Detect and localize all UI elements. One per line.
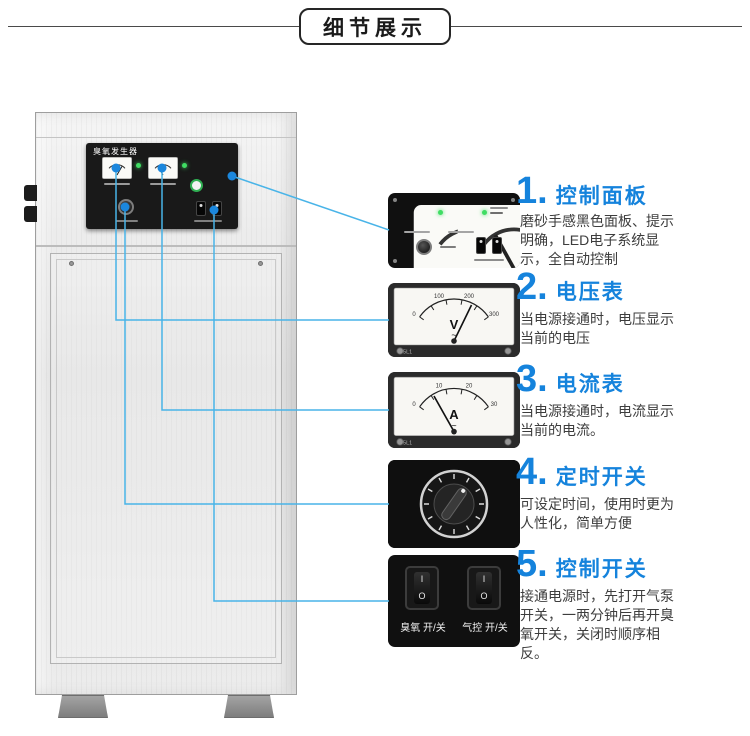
panel-led-green-2: [182, 163, 187, 168]
voltmeter-model-text: 85L1: [400, 350, 412, 356]
detail-description: 接通电源时，先打开气泵开关，一两分钟后再开臭氧开关，关闭时顺序相反。: [520, 588, 674, 661]
voltmeter-tick-2: 200: [464, 294, 475, 300]
ammeter-tick-2: 20: [466, 382, 473, 389]
ammeter-ac-symbol: ~: [451, 420, 456, 430]
machine-control-panel: 臭氧发生器: [86, 143, 238, 229]
thumb-label-bar: [440, 246, 456, 248]
panel-label-bar: [194, 220, 222, 222]
detail-number: 5.: [516, 543, 548, 585]
ozone-generator-image: 臭氧发生器: [24, 112, 297, 718]
detail-number: 3.: [516, 358, 548, 400]
side-handle-bottom: [24, 206, 37, 222]
ammeter-tick-3: 30: [491, 401, 498, 408]
voltmeter-tick-3: 300: [489, 312, 500, 318]
panel-rocker-switch-1: [196, 201, 206, 216]
cabinet-mid-seam: [36, 245, 296, 247]
ammeter-drawing: 0 10 20 30 A ~ 85L1: [388, 372, 520, 448]
timer-knob-pointer: [461, 488, 466, 493]
ammeter-needle: [433, 395, 455, 432]
ozone-rocker-switch: I O: [405, 566, 439, 610]
meter-screw: [396, 347, 404, 355]
timer-knob-photo: [388, 460, 520, 548]
detail-title: 定时开关: [555, 466, 648, 489]
panel-ammeter-icon: [148, 157, 178, 179]
section-title: 细节展示: [299, 8, 451, 45]
ammeter-photo: 0 10 20 30 A ~ 85L1: [388, 372, 520, 448]
rocker-face: I O: [414, 572, 430, 604]
rocker-off-mark: O: [418, 591, 426, 601]
machine-panel-label: 臭氧发生器: [93, 147, 138, 156]
panel-label-bar: [116, 220, 138, 222]
detail-number: 4.: [516, 451, 548, 493]
thumb-ammeter-icon: [457, 205, 520, 268]
thumb-label-bar: [490, 207, 508, 209]
machine-foot-left: [58, 695, 108, 718]
thumb-screw: [393, 198, 397, 202]
detail-description: 当电源接通时，电压显示当前的电压: [520, 311, 674, 346]
ammeter-tick-1: 10: [436, 382, 443, 389]
detail-title: 控制面板: [555, 185, 648, 208]
detail-description: 磨砂手感黑色面板、提示明确，LED电子系统显示，全自动控制: [520, 213, 674, 267]
timer-knob-grip: [441, 487, 467, 521]
panel-led-green-1: [136, 163, 141, 168]
detail-title: 电流表: [555, 373, 625, 396]
ozone-switch-label: 臭氧 开/关: [400, 623, 446, 634]
rocker-on-mark: I: [420, 574, 424, 584]
panel-label-bar: [104, 183, 130, 185]
machine-foot-right: [224, 695, 274, 718]
panel-rocker-switch-2: [212, 201, 222, 216]
timer-knob-drawing: [388, 460, 520, 548]
cabinet-door-inner-frame: [56, 259, 276, 658]
ammeter-tick-0: 0: [412, 401, 416, 408]
voltmeter-drawing: 0 100 200 300 V ~ 85L1: [388, 283, 520, 357]
cabinet-door: [50, 253, 282, 664]
thumb-timer-knob: [416, 239, 432, 255]
meter-screw: [396, 438, 404, 446]
thumb-led-green-1: [438, 210, 443, 215]
rocker-face: I O: [476, 572, 492, 604]
voltmeter-ac-symbol: ~: [451, 330, 456, 340]
ammeter-model-text: 85L1: [400, 440, 412, 446]
meter-screw: [504, 347, 512, 355]
thumb-label-bar: [490, 212, 503, 214]
detail-description: 当电源接通时，电流显示当前的电流。: [520, 403, 674, 438]
voltmeter-tick-1: 100: [434, 294, 445, 300]
rocker-on-mark: I: [482, 574, 486, 584]
thumb-label-bar: [474, 259, 504, 261]
thumb-screw: [511, 198, 515, 202]
door-screw-left: [69, 261, 74, 266]
meter-screw: [504, 438, 512, 446]
control-switches-photo: I O I O 臭氧 开/关 气控 开/关: [388, 555, 520, 647]
panel-timer-knob: [118, 199, 134, 215]
thumb-rocker-switch-1: [476, 237, 486, 254]
detail-number: 2.: [516, 266, 548, 308]
thumb-led-green-2: [482, 210, 487, 215]
detail-title: 控制开关: [555, 558, 648, 581]
cabinet-top-seam: [36, 137, 296, 138]
ammeter-unit-letter: A: [449, 407, 459, 422]
thumb-screw: [393, 259, 397, 263]
panel-label-bar: [150, 183, 176, 185]
voltmeter-needle: [453, 304, 473, 342]
voltmeter-photo: 0 100 200 300 V ~ 85L1: [388, 283, 520, 357]
control-panel-photo: [388, 193, 520, 268]
air-switch-label: 气控 开/关: [462, 623, 508, 634]
side-handle-top: [24, 185, 37, 201]
panel-voltmeter-icon: [102, 157, 132, 179]
thumb-label-bar: [448, 231, 474, 233]
thumb-rocker-switch-2: [492, 237, 502, 254]
voltmeter-tick-0: 0: [412, 312, 416, 318]
door-screw-right: [258, 261, 263, 266]
detail-number: 1.: [516, 170, 548, 212]
detail-description: 可设定时间，使用时更为人性化，简单方便: [520, 496, 674, 531]
brand-logo-disc: [190, 179, 203, 192]
voltmeter-unit-letter: V: [450, 317, 459, 332]
rocker-off-mark: O: [480, 591, 488, 601]
thumb-label-bar: [404, 231, 430, 233]
detail-title: 电压表: [555, 281, 625, 304]
air-rocker-switch: I O: [467, 566, 501, 610]
